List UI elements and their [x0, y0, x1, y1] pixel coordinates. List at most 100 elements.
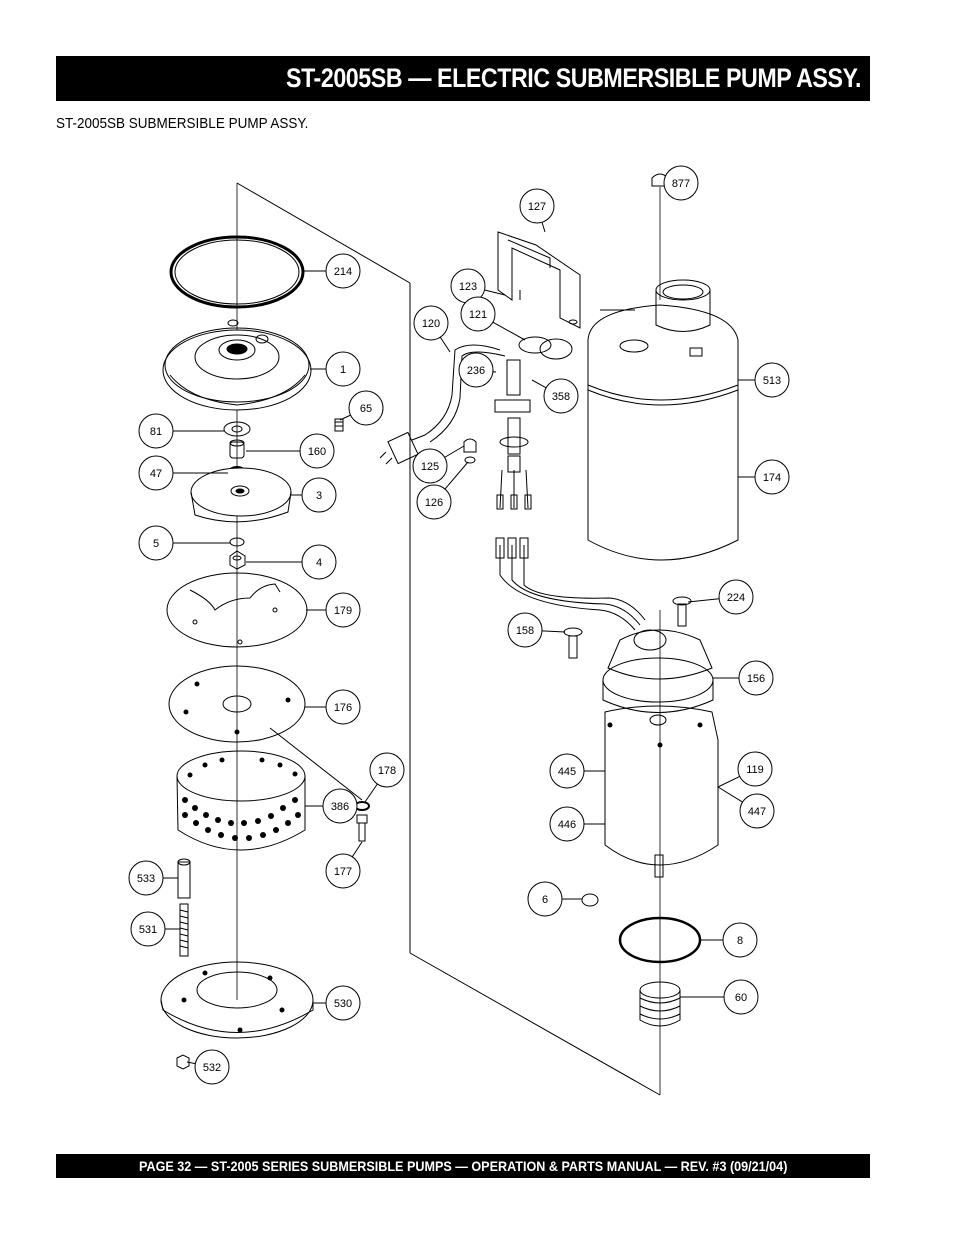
callout-label-530: 530: [334, 998, 352, 1010]
guide-line-top: [236, 182, 411, 284]
callout-label-445: 445: [558, 766, 576, 778]
callout-bubble-174: [754, 459, 790, 495]
callout-label-531: 531: [139, 924, 157, 936]
callout-65: 65: [339, 390, 384, 426]
leader-line-224: [687, 598, 720, 603]
callout-label-6: 6: [542, 894, 548, 906]
callout-bubble-531: [130, 911, 166, 947]
callout-177: 177: [325, 841, 363, 889]
diagram-subtitle: ST-2005SB SUBMERSIBLE PUMP ASSY.: [56, 115, 309, 132]
leader-line-119: [717, 775, 740, 788]
callout-bubble-530: [325, 985, 361, 1021]
callout-bubble-81: [138, 413, 174, 449]
callout-label-513: 513: [763, 375, 781, 387]
callout-bubble-158: [507, 612, 543, 648]
impeller-part-3: [190, 467, 292, 523]
callout-bubble-126: [416, 484, 452, 520]
callout-label-236: 236: [467, 365, 485, 377]
callout-label-224: 224: [727, 592, 745, 604]
callout-label-177: 177: [334, 866, 352, 878]
callout-81: 81: [138, 413, 224, 449]
callout-179: 179: [306, 592, 361, 628]
callout-label-158: 158: [516, 625, 534, 637]
sleeve-part-160: [229, 439, 245, 459]
callout-5: 5: [138, 525, 230, 561]
motor-body-part-445: [604, 705, 719, 866]
housing-part-1: [162, 319, 312, 411]
washer-part-81: [223, 421, 251, 437]
callout-877: 877: [663, 165, 699, 201]
callout-bubble-358: [543, 378, 579, 414]
plug-part-125: [463, 438, 477, 453]
callout-446: 446: [549, 806, 605, 842]
leader-line-121: [492, 321, 526, 341]
callout-60: 60: [680, 979, 759, 1015]
callout-1: 1: [310, 351, 361, 387]
callout-bubble-513: [754, 362, 790, 398]
callout-label-532: 532: [203, 1062, 221, 1074]
callout-532: 532: [186, 1049, 230, 1085]
washer-part-5: [229, 537, 245, 547]
callout-8: 8: [700, 922, 758, 958]
callout-bubble-160: [299, 433, 335, 469]
callout-label-60: 60: [735, 992, 747, 1004]
bolt-part-177: [356, 814, 368, 842]
callout-358: 358: [531, 378, 579, 414]
callout-label-8: 8: [737, 935, 743, 947]
stud-part-531: [179, 903, 189, 957]
callout-236: 236: [458, 352, 497, 388]
callout-bubble-447: [739, 793, 775, 829]
callout-label-358: 358: [552, 391, 570, 403]
leader-line-127: [541, 222, 546, 233]
guide-line-bolt: [269, 727, 363, 801]
callout-bubble-121: [460, 296, 496, 332]
washer-part-126: [464, 456, 476, 464]
callout-bubble-386: [322, 788, 358, 824]
callout-3: 3: [290, 477, 337, 513]
plug-part-6: [581, 893, 599, 907]
callout-bubble-6: [527, 881, 563, 917]
callout-bubble-177: [325, 853, 361, 889]
leader-line-125: [444, 445, 465, 458]
handle-part-127: [497, 231, 581, 329]
callout-bubble-176: [325, 689, 361, 725]
nut-part-4: [229, 550, 246, 570]
bolt-part-158: [563, 627, 583, 659]
callout-127: 127: [519, 188, 555, 233]
cable-clamp-part-121: [518, 336, 573, 360]
screw-part-65: [334, 418, 344, 432]
callout-label-119: 119: [746, 764, 764, 776]
callout-label-447: 447: [748, 806, 766, 818]
callout-bubble-127: [519, 188, 555, 224]
callout-224: 224: [687, 579, 754, 615]
callout-156: 156: [713, 660, 774, 696]
motor-wires: [495, 537, 646, 631]
callout-label-533: 533: [137, 873, 155, 885]
callout-120: 120: [413, 305, 451, 353]
callout-533: 533: [128, 860, 178, 896]
callout-178: 178: [364, 752, 405, 803]
leader-line-126: [444, 461, 469, 490]
callout-bubble-533: [128, 860, 164, 896]
callout-label-386: 386: [331, 801, 349, 813]
callout-bubble-8: [722, 922, 758, 958]
motor-housing-part-513: [587, 279, 739, 401]
cable-gland-part-358: [494, 359, 532, 510]
callout-174: 174: [738, 459, 790, 495]
page-footer-text: PAGE 32 — ST-2005 SERIES SUBMERSIBLE PUM…: [138, 1158, 788, 1174]
leader-line-120: [439, 336, 451, 353]
callout-bubble-178: [369, 752, 405, 788]
callout-bubble-120: [413, 305, 449, 341]
callout-214: 214: [302, 253, 361, 289]
callout-447: 447: [717, 786, 775, 829]
callout-158: 158: [507, 612, 566, 648]
callout-label-121: 121: [469, 309, 487, 321]
leader-line-532: [186, 1061, 196, 1065]
callout-label-126: 126: [425, 497, 443, 509]
callout-label-214: 214: [334, 266, 352, 278]
leader-line-447: [717, 786, 743, 803]
nut-part-532: [176, 1054, 190, 1070]
callout-label-1: 1: [340, 364, 346, 376]
callout-label-156: 156: [747, 673, 765, 685]
callout-531: 531: [130, 911, 180, 947]
